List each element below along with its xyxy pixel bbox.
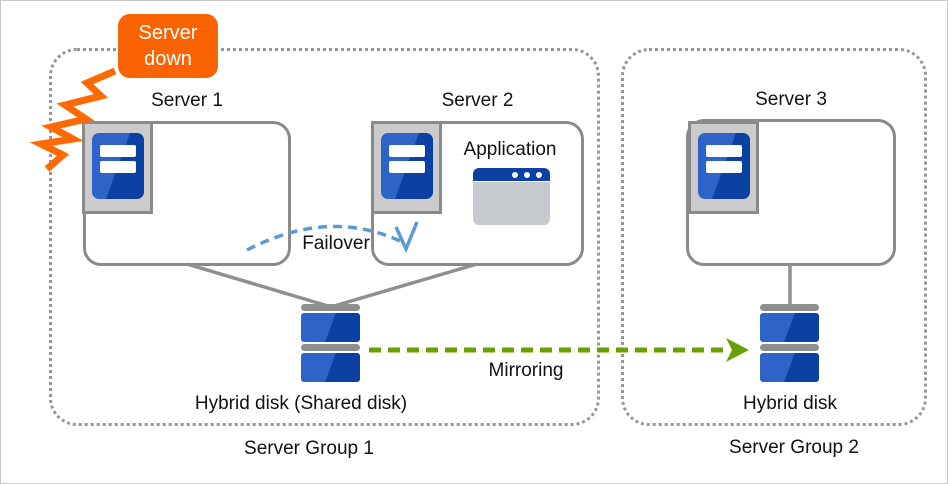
badge-line-2: down bbox=[144, 48, 192, 70]
disk-platter bbox=[760, 353, 819, 382]
disk-cap bbox=[301, 304, 360, 311]
disk-cap bbox=[301, 344, 360, 351]
window-dot-icon bbox=[536, 171, 542, 178]
server-slot bbox=[706, 145, 742, 157]
server-2-label: Server 2 bbox=[441, 90, 514, 111]
failover-label: Failover bbox=[302, 233, 370, 254]
server-tower-icon bbox=[82, 121, 153, 214]
application-label: Application bbox=[463, 139, 557, 160]
server-group-1-box bbox=[49, 48, 600, 426]
server-group-2-box bbox=[621, 48, 927, 426]
app-window-icon bbox=[473, 168, 550, 225]
server-panel bbox=[698, 133, 750, 199]
server-tower-icon bbox=[371, 121, 442, 214]
server-slot bbox=[100, 161, 136, 173]
hybrid-disk-icon bbox=[301, 304, 360, 384]
mirroring-label: Mirroring bbox=[488, 360, 564, 381]
window-dot-icon bbox=[512, 171, 518, 178]
badge-line-1: Server bbox=[138, 22, 198, 44]
app-window-body bbox=[473, 182, 550, 225]
server-3-label: Server 3 bbox=[755, 89, 827, 110]
app-window-titlebar bbox=[473, 168, 550, 181]
hybrid-disk-label: Hybrid disk bbox=[743, 393, 837, 414]
server-down-badge: Server down bbox=[118, 14, 218, 78]
server-group-1-label: Server Group 1 bbox=[244, 438, 374, 459]
disk-cap bbox=[760, 304, 819, 311]
server-panel bbox=[92, 133, 144, 199]
server-group-2-label: Server Group 2 bbox=[729, 437, 859, 458]
shared-disk-label: Hybrid disk (Shared disk) bbox=[194, 393, 408, 414]
hybrid-disk-icon bbox=[760, 304, 819, 384]
disk-cap bbox=[760, 344, 819, 351]
window-dot-icon bbox=[524, 171, 530, 178]
server-slot bbox=[706, 161, 742, 173]
server-slot bbox=[100, 145, 136, 157]
disk-platter bbox=[301, 353, 360, 382]
server-slot bbox=[389, 145, 425, 157]
server-slot bbox=[389, 161, 425, 173]
server-tower-icon bbox=[688, 121, 759, 214]
server-1-label: Server 1 bbox=[151, 90, 223, 111]
disk-platter bbox=[760, 313, 819, 342]
server-panel bbox=[381, 133, 433, 199]
disk-platter bbox=[301, 313, 360, 342]
